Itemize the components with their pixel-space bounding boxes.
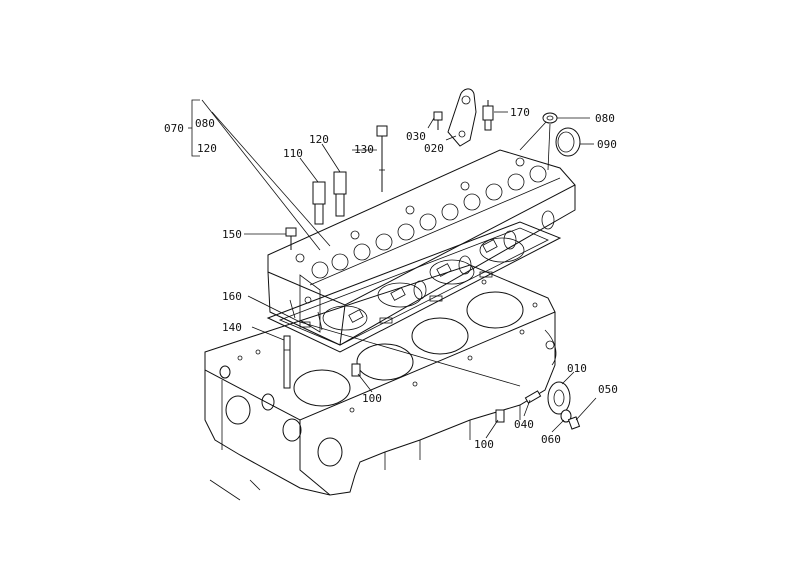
engine-block xyxy=(204,264,557,501)
dowel-100-b xyxy=(495,409,505,423)
label-120: 120 xyxy=(309,133,329,146)
label-110: 110 xyxy=(283,147,303,160)
dowel-100-a xyxy=(351,363,361,377)
leader-lines xyxy=(188,99,597,439)
label-130: 130 xyxy=(354,143,374,156)
label-020: 020 xyxy=(424,142,444,155)
nozzle-holder-120 xyxy=(333,171,347,217)
label-030: 030 xyxy=(406,130,426,143)
label-160: 160 xyxy=(222,290,242,303)
label-080-bracket: 080 xyxy=(195,117,215,130)
label-140: 140 xyxy=(222,321,242,334)
label-100-a: 100 xyxy=(362,392,382,405)
callout-labels: 070 080 120 120 110 130 150 030 020 170 … xyxy=(164,106,618,451)
label-120-bracket: 120 xyxy=(197,142,217,155)
head-gasket xyxy=(266,221,562,353)
label-040: 040 xyxy=(514,418,534,431)
sensor-170 xyxy=(482,100,494,131)
label-050: 050 xyxy=(598,383,618,396)
cylinder-head xyxy=(267,149,576,346)
label-100-b: 100 xyxy=(474,438,494,451)
stud-040 xyxy=(524,390,542,404)
label-010: 010 xyxy=(567,362,587,375)
plate-010 xyxy=(547,381,571,415)
label-150: 150 xyxy=(222,228,242,241)
plug-080 xyxy=(542,112,558,124)
engine-hanger-020 xyxy=(447,88,477,147)
cap-090 xyxy=(555,127,581,157)
stud-140 xyxy=(283,335,291,389)
nozzle-holder-110 xyxy=(312,181,326,225)
label-080: 080 xyxy=(595,112,615,125)
label-070: 070 xyxy=(164,122,184,135)
bolt-030 xyxy=(433,111,443,130)
label-060: 060 xyxy=(541,433,561,446)
label-170: 170 xyxy=(510,106,530,119)
nut-050 xyxy=(567,416,581,430)
bolt-150 xyxy=(285,227,297,250)
label-090: 090 xyxy=(597,138,617,151)
washer-060 xyxy=(560,409,572,423)
bolt-130 xyxy=(376,125,388,192)
